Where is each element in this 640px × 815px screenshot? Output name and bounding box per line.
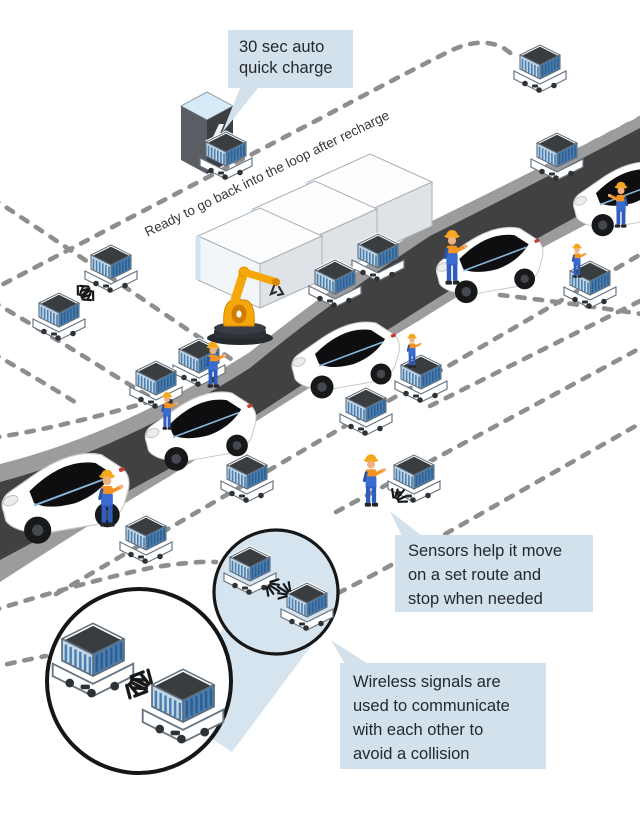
callout-tail-charge xyxy=(222,88,258,133)
agv-cart xyxy=(32,291,86,341)
agv-cart xyxy=(308,258,362,308)
agv-cart xyxy=(563,259,617,309)
callout-quick-charge: 30 sec auto quick charge xyxy=(228,30,353,88)
agv-cart xyxy=(280,581,334,631)
agv-cart xyxy=(199,130,253,180)
agv-cart xyxy=(530,131,584,181)
route-curve-from-circle xyxy=(335,420,640,596)
factory-worker xyxy=(362,454,386,507)
route-line-above-road xyxy=(0,399,151,440)
assembly-car xyxy=(291,321,400,399)
callout-wireless: Wireless signals are used to communicate… xyxy=(340,663,546,769)
route-line-right-mid xyxy=(427,298,640,409)
factory-worker xyxy=(571,243,587,278)
agv-cart xyxy=(513,43,567,93)
agv-cart xyxy=(223,545,277,595)
wireless-signal-icon xyxy=(265,578,281,597)
route-curve-into-circle xyxy=(0,559,219,611)
agv-cart xyxy=(84,243,138,293)
assembly-car xyxy=(1,452,130,544)
factory-worker xyxy=(406,333,422,368)
wireless-signal-icon xyxy=(78,284,95,302)
factory-worker xyxy=(98,469,124,527)
agv-cart xyxy=(394,353,448,403)
wireless-signal-icon xyxy=(391,488,409,503)
factory-worker xyxy=(161,392,178,430)
factory-worker xyxy=(607,181,629,228)
agv-cart xyxy=(351,232,405,282)
agv-cart xyxy=(51,620,135,698)
factory-worker xyxy=(205,341,227,388)
wireless-signal-icon xyxy=(130,668,153,698)
route-loop-top xyxy=(0,40,520,289)
robot-arm xyxy=(207,266,285,345)
callout-tail-sensors xyxy=(390,511,422,536)
route-line-right-turn xyxy=(497,292,640,317)
crate xyxy=(195,207,324,309)
agv-cart xyxy=(339,386,393,436)
factory-worker xyxy=(443,230,468,285)
route-curve-into-lens xyxy=(0,653,49,669)
route-left-line-3 xyxy=(0,354,81,407)
route-left-cross-down xyxy=(0,200,265,383)
assembly-car xyxy=(435,226,544,304)
assembly-car xyxy=(144,391,257,471)
callout-tail-wireless xyxy=(331,640,368,664)
agv-cart xyxy=(141,666,225,744)
agv-cart xyxy=(119,514,173,564)
agv-cart xyxy=(129,359,183,409)
wireless-signal-icon xyxy=(276,581,292,600)
agv-cart xyxy=(220,453,274,503)
callout-sensors: Sensors help it move on a set route and … xyxy=(395,535,593,612)
